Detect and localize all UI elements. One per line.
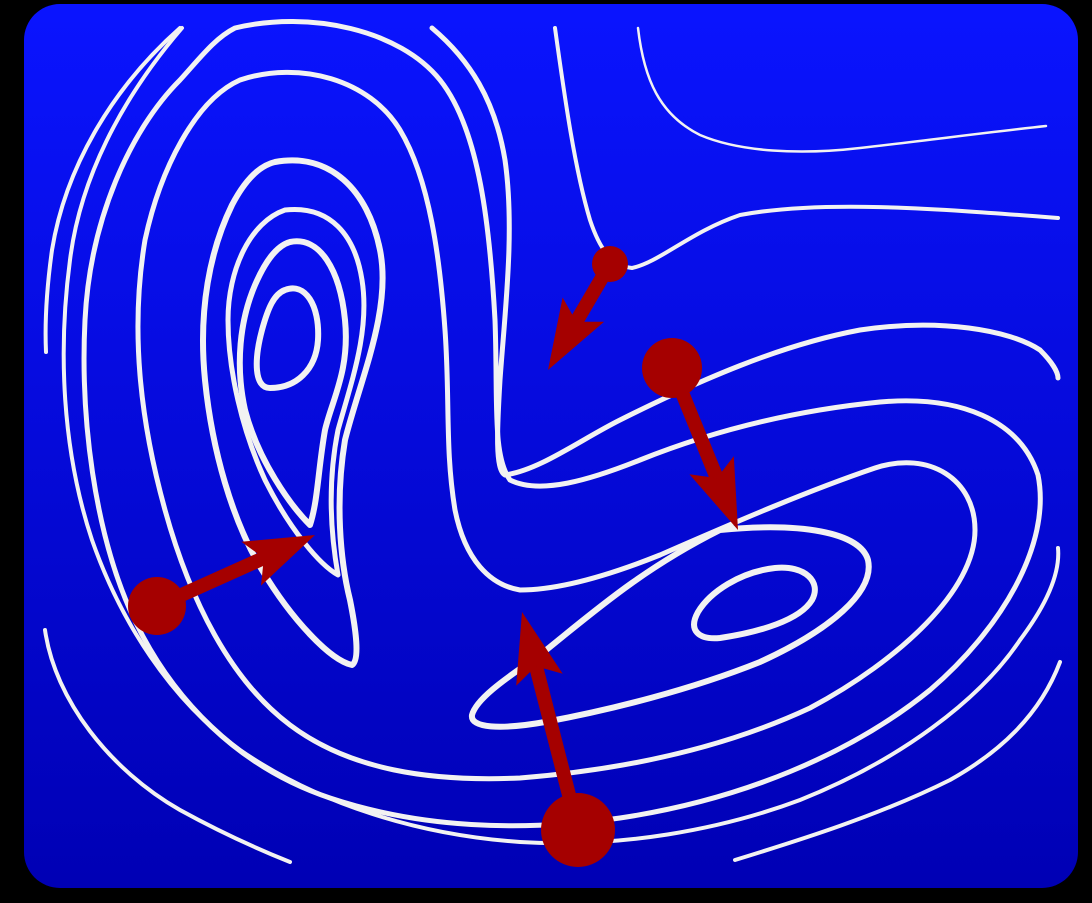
gradient-arrows	[128, 246, 738, 867]
contour-line	[200, 157, 386, 668]
contour-lines	[43, 19, 1062, 864]
gradient-arrow	[128, 535, 315, 635]
arrow-base-dot	[642, 338, 702, 398]
contour-line	[733, 660, 1062, 862]
contour-line	[61, 26, 1061, 846]
contour-line	[43, 628, 292, 864]
contour-line	[691, 564, 818, 642]
gradient-arrow	[516, 612, 615, 867]
arrow-base-dot	[541, 793, 615, 867]
gradient-arrow	[548, 246, 628, 370]
contour-line	[43, 26, 182, 354]
arrow-head	[516, 612, 563, 686]
gradient-arrow	[642, 338, 738, 530]
contour-line	[553, 26, 1060, 270]
contour-line	[469, 524, 872, 730]
contour-line	[236, 238, 349, 528]
arrow-head	[689, 456, 738, 530]
arrow-head	[548, 297, 605, 370]
arrow-head	[241, 535, 315, 586]
contour-line	[429, 25, 1061, 478]
contour-line	[253, 285, 322, 391]
contour-line	[225, 206, 367, 578]
contour-line	[636, 26, 1048, 153]
contour-line	[81, 19, 1043, 829]
arrow-base-dot	[128, 577, 186, 635]
contour-line	[135, 69, 978, 782]
arrow-base-dot	[592, 246, 628, 282]
blue-map-panel	[24, 4, 1078, 888]
